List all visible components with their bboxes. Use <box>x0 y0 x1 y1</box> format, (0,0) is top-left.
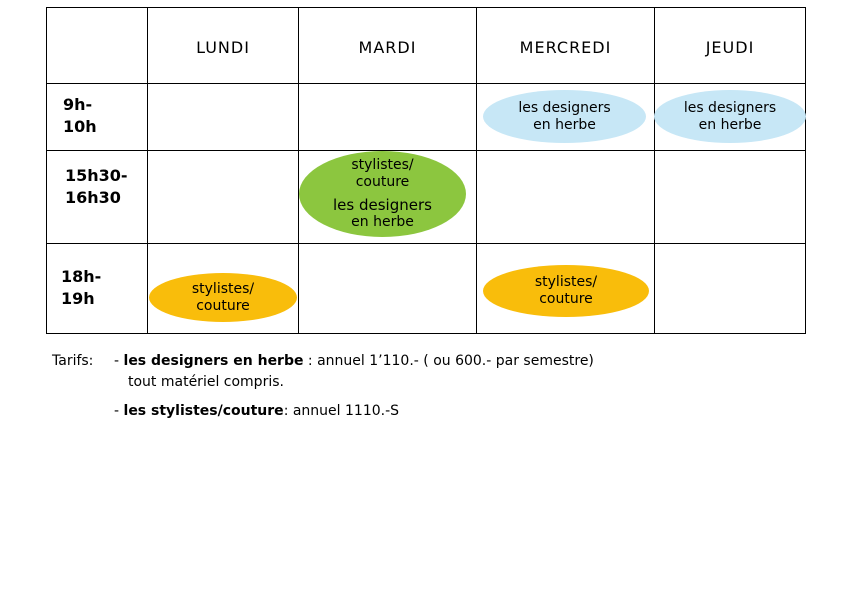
time-end: 16h30 <box>65 188 121 207</box>
day-header-mardi: MARDI <box>358 38 417 57</box>
tarif-designers: - les designers en herbe : annuel 1’110.… <box>114 352 594 371</box>
tarif-designers-note: tout matériel compris. <box>128 374 284 390</box>
day-header-mercredi: MERCREDI <box>519 38 612 57</box>
activity-line: stylistes/ <box>534 274 598 290</box>
grid-line <box>476 8 477 333</box>
activity-line: les designers <box>683 99 777 116</box>
bullet: - <box>114 403 120 419</box>
grid-line <box>47 83 805 84</box>
tarif-stylistes-price: : annuel 1110.-S <box>283 403 400 419</box>
tarif-stylistes: - les stylistes/couture: annuel 1110.-S <box>114 402 399 421</box>
activity-line: les designers <box>518 99 611 116</box>
grid-line <box>47 243 805 244</box>
day-header-jeudi: JEUDI <box>705 38 755 57</box>
grid-line <box>298 8 299 333</box>
activity-designers-jeudi-9h: les designers en herbe <box>654 90 806 143</box>
time-start: 18h- <box>61 267 102 286</box>
activity-line: en herbe <box>698 116 762 133</box>
activity-line: couture <box>196 297 250 314</box>
schedule-table: LUNDI MARDI MERCREDI JEUDI 9h- 10h 15h30… <box>46 7 806 334</box>
tarif-designers-name: les designers en herbe <box>123 353 304 369</box>
grid-line <box>654 8 655 333</box>
time-start: 9h- <box>63 95 93 114</box>
activity-line: stylistes/ <box>191 280 255 297</box>
activity-line: en herbe <box>533 116 596 133</box>
time-end: 10h <box>63 117 97 136</box>
bullet: - <box>114 353 120 369</box>
tarif-stylistes-name: les stylistes/couture <box>123 403 284 419</box>
activity-designers-mercredi-9h: les designers en herbe <box>483 90 646 143</box>
tarifs-label: Tarifs: <box>52 353 94 369</box>
activity-line: couture <box>355 174 410 190</box>
activity-line: les designers <box>333 196 432 214</box>
activity-line: stylistes/ <box>351 157 414 173</box>
activity-stylistes-lundi-18h: stylistes/ couture <box>149 273 297 322</box>
activity-mixed-mardi-15h30: stylistes/ couture les designers en herb… <box>299 151 466 237</box>
activity-line: en herbe <box>351 214 414 230</box>
time-slot-18h: 18h- 19h <box>61 266 101 310</box>
time-start: 15h30- <box>65 166 128 185</box>
activity-stylistes-mercredi-18h: stylistes/ couture <box>483 265 649 317</box>
grid-line <box>47 150 805 151</box>
time-slot-15h30: 15h30- 16h30 <box>65 165 128 209</box>
tarif-designers-price: : annuel 1’110.- ( ou 600.- par semestre… <box>303 353 594 369</box>
time-slot-9h: 9h- 10h <box>63 94 97 138</box>
day-header-lundi: LUNDI <box>196 38 250 57</box>
time-end: 19h <box>61 289 95 308</box>
grid-line <box>147 8 148 333</box>
activity-line: couture <box>539 291 593 307</box>
